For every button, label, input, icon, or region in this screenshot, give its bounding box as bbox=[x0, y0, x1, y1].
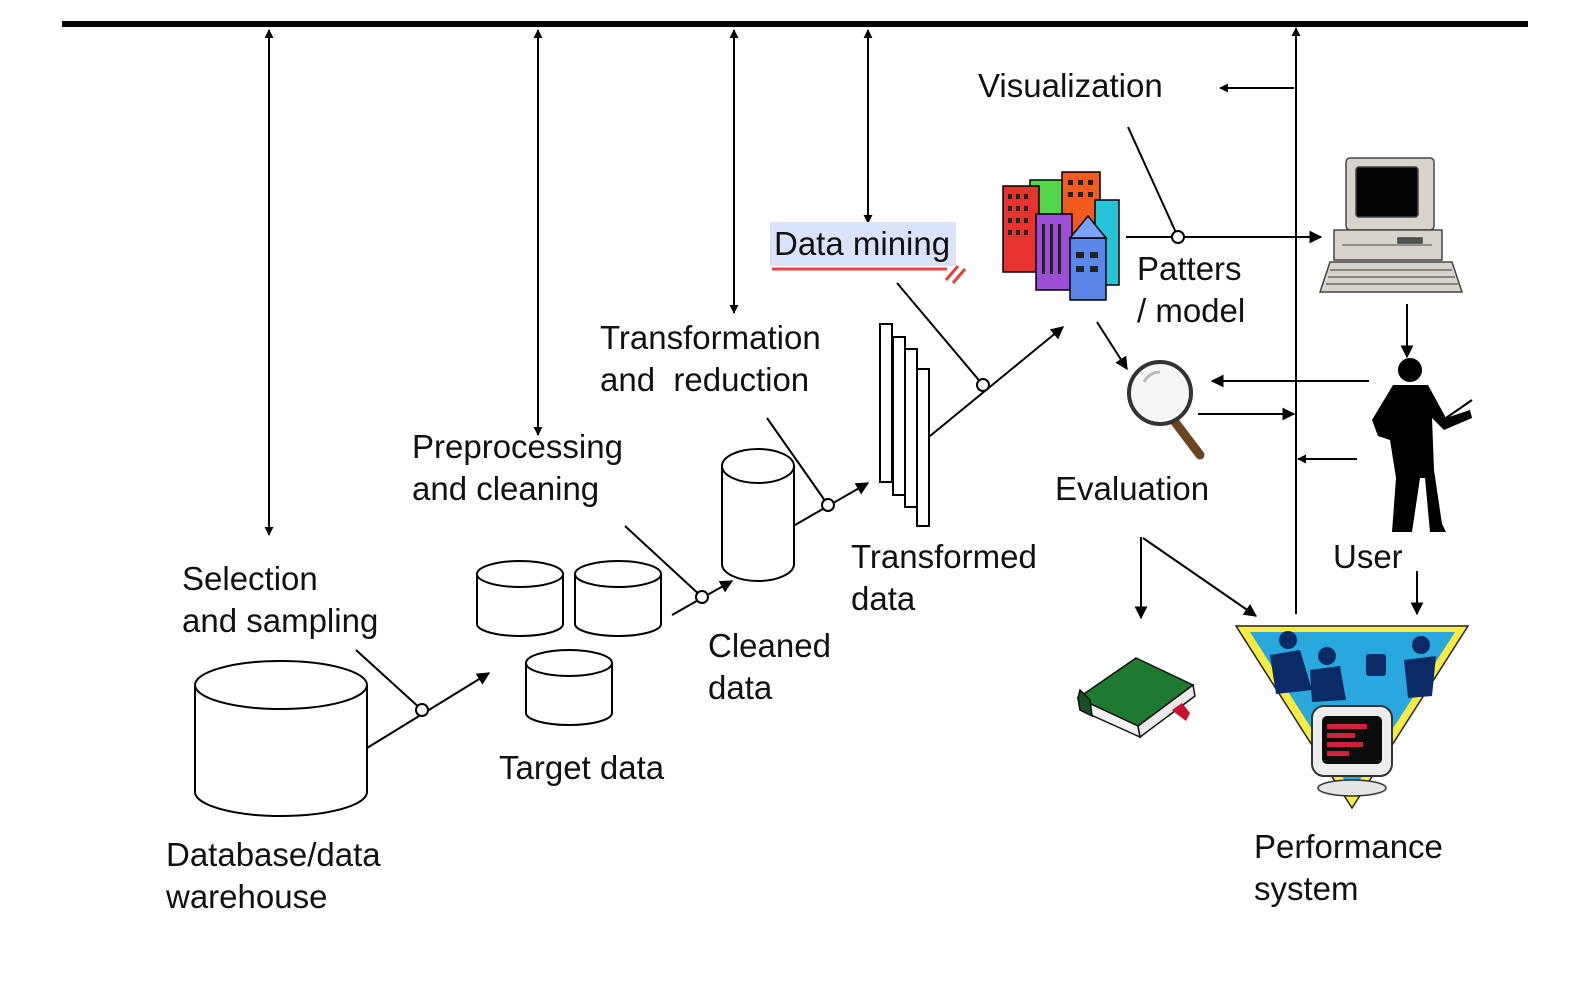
sheet-3 bbox=[904, 348, 918, 508]
flow-arrows bbox=[1096, 304, 1424, 620]
book-icon bbox=[1076, 657, 1196, 739]
label-cleaned-data: Cleaned data bbox=[708, 627, 831, 706]
funnel-icon bbox=[1234, 625, 1470, 810]
data-mining-mark-1 bbox=[944, 265, 960, 281]
target-cylinder-1 bbox=[476, 560, 564, 637]
label-target-data: Target data bbox=[499, 749, 665, 786]
database-cylinder bbox=[194, 660, 368, 817]
label-performance: Performance system bbox=[1254, 828, 1443, 907]
label-user: User bbox=[1333, 538, 1403, 575]
presenter-icon bbox=[1372, 358, 1473, 532]
label-patterns: Patters / model bbox=[1137, 250, 1246, 329]
connector-visualization bbox=[1171, 230, 1185, 244]
label-evaluation: Evaluation bbox=[1055, 470, 1210, 507]
arrow-evaluation-to-performance bbox=[1142, 537, 1258, 617]
buildings-icon bbox=[1002, 171, 1120, 301]
target-data-cylinders bbox=[476, 560, 662, 726]
pointer-visualization bbox=[1127, 126, 1179, 238]
pointer-data-mining bbox=[896, 282, 984, 386]
connector-transformation bbox=[821, 498, 835, 512]
sheet-2 bbox=[892, 336, 906, 496]
pointer-preprocessing bbox=[624, 525, 703, 598]
transformed-data-sheets bbox=[879, 323, 930, 527]
magnifier-icon bbox=[1127, 360, 1205, 460]
label-preprocessing: Preprocessing and cleaning bbox=[412, 428, 623, 507]
pointer-transformation bbox=[766, 417, 829, 506]
cleaned-data-cylinder bbox=[721, 448, 795, 582]
label-selection: Selection and sampling bbox=[182, 560, 379, 639]
sheet-1 bbox=[879, 323, 893, 483]
label-transformed-data: Transformed data bbox=[851, 538, 1037, 617]
label-data-mining: Data mining bbox=[770, 222, 957, 266]
data-mining-mark-2 bbox=[951, 268, 967, 284]
label-database: Database/data warehouse bbox=[166, 836, 381, 915]
connector-preprocessing bbox=[695, 590, 709, 604]
connector-selection bbox=[415, 703, 429, 717]
sheet-4 bbox=[916, 368, 930, 527]
process-arrows bbox=[355, 126, 1323, 749]
connector-data-mining bbox=[976, 378, 990, 392]
target-cylinder-2 bbox=[574, 560, 662, 637]
label-transformation: Transformation and reduction bbox=[600, 319, 821, 398]
target-cylinder-3 bbox=[525, 649, 613, 726]
arrow-transformed-to-patterns bbox=[929, 326, 1065, 437]
arrow-patterns-to-evaluation bbox=[1096, 321, 1128, 371]
label-visualization: Visualization bbox=[978, 67, 1163, 104]
computer-icon bbox=[1318, 157, 1464, 293]
pointer-selection bbox=[355, 649, 423, 711]
